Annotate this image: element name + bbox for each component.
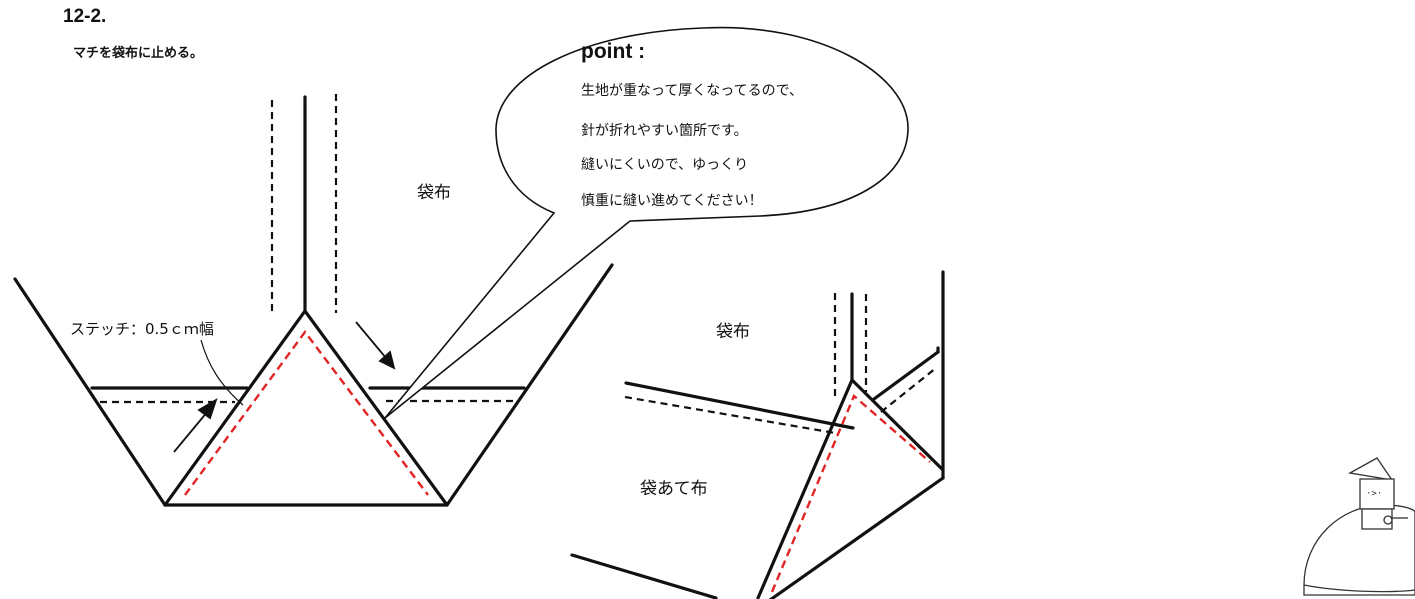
arrow-lower-left-shaft (173, 410, 209, 453)
right-upper-flap (872, 350, 940, 401)
pocket-label-left: 袋布 (417, 183, 451, 203)
callout-line-4: 慎重に縫い進めてください！ (581, 193, 763, 209)
arrow-upper-right-shaft (355, 321, 387, 359)
stitch-width-label: ステッチ：0.5ｃｍ幅 (70, 320, 214, 338)
right-dashed-stitches (624, 293, 937, 435)
arrow-lower-left-head (197, 398, 218, 420)
pocket-outline-right (445, 263, 614, 507)
pocket-outline-left (13, 277, 167, 507)
callout-outline (384, 26, 909, 419)
right-bottom-edge (768, 476, 945, 599)
right-bottom-fabric (570, 553, 718, 599)
left-figure (13, 95, 614, 507)
arrows (173, 321, 396, 453)
mascot-hat (1348, 457, 1394, 481)
arrow-upper-right-head (378, 350, 396, 370)
step-number: 12-2. (63, 6, 107, 27)
mascot-face: ·>· (1366, 489, 1382, 499)
red-stitch-right (770, 394, 931, 593)
pocket-label-right: 袋布 (716, 322, 750, 342)
mascot-foot (1383, 515, 1393, 525)
stitch-leader-line (200, 339, 244, 406)
red-stitch-left (184, 329, 429, 496)
callout-line-3: 縫いにくいので、ゆっくり (581, 157, 749, 173)
callout-line-1: 生地が重なって厚くなってるので、 (581, 83, 804, 99)
right-gusset (756, 377, 945, 599)
callout-line-2: 針が折れやすい箇所です。 (581, 123, 748, 139)
right-patch-top (624, 381, 855, 430)
callout-bubble (384, 26, 909, 419)
right-figure (570, 270, 945, 599)
step-title: マチを袋布に止める。 (73, 46, 204, 61)
mascot-head (1359, 478, 1395, 510)
mascot-dome-rim (1303, 584, 1415, 593)
callout-title: point : (581, 40, 646, 63)
patch-label: 袋あて布 (640, 479, 708, 499)
wizard-hat-character-icon: ·>· (1303, 457, 1415, 596)
